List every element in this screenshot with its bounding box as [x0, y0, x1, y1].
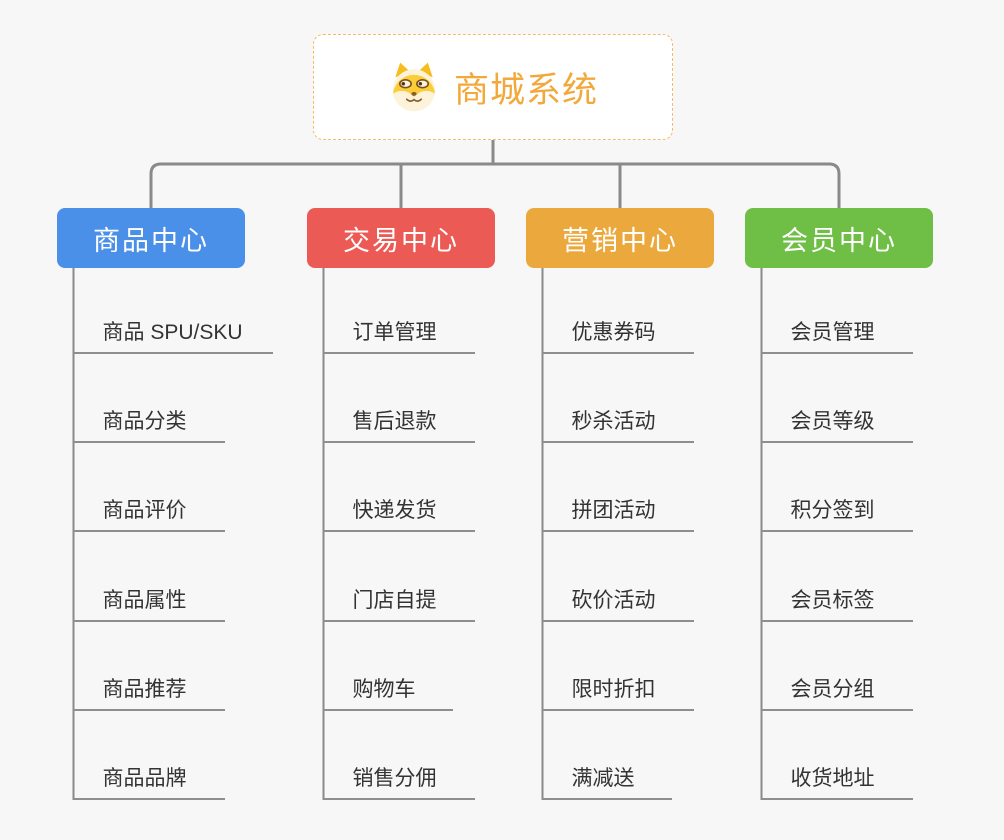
topic-item[interactable]: 积分签到	[760, 488, 913, 532]
topic-item[interactable]: 商品 SPU/SKU	[72, 310, 273, 354]
topic-item[interactable]: 订单管理	[322, 310, 475, 354]
topic-item[interactable]: 拼团活动	[541, 488, 694, 532]
topic-item[interactable]: 限时折扣	[541, 667, 694, 711]
topic-item[interactable]: 会员分组	[760, 667, 913, 711]
topic-item[interactable]: 会员等级	[760, 399, 913, 443]
topic-item[interactable]: 商品推荐	[72, 667, 225, 711]
root-label: 商城系统	[453, 70, 598, 110]
topic-item[interactable]: 砍价活动	[541, 578, 694, 622]
topic-item[interactable]: 商品属性	[72, 578, 225, 622]
topic-item[interactable]: 秒杀活动	[541, 399, 694, 443]
topic-item[interactable]: 快递发货	[322, 488, 475, 532]
topic-item[interactable]: 销售分佣	[322, 756, 475, 800]
branch-node-2[interactable]: 交易中心	[307, 208, 495, 268]
topic-item[interactable]: 售后退款	[322, 399, 475, 443]
topic-item[interactable]: 会员标签	[760, 578, 913, 622]
branch-node-1[interactable]: 商品中心	[57, 208, 245, 268]
topic-item[interactable]: 会员管理	[760, 310, 913, 354]
root-node[interactable]: 商城系统	[313, 34, 673, 140]
topic-item[interactable]: 商品分类	[72, 399, 225, 443]
topic-item[interactable]: 收货地址	[760, 756, 913, 800]
connector-bus	[149, 162, 841, 208]
topic-item[interactable]: 商品品牌	[72, 756, 225, 800]
doge-icon	[388, 61, 440, 113]
topic-item[interactable]: 门店自提	[322, 578, 475, 622]
branch-node-4[interactable]: 会员中心	[745, 208, 933, 268]
topic-item[interactable]: 购物车	[322, 667, 453, 711]
branch-node-3[interactable]: 营销中心	[526, 208, 714, 268]
topic-item[interactable]: 优惠券码	[541, 310, 694, 354]
topic-item[interactable]: 商品评价	[72, 488, 225, 532]
topic-item[interactable]: 满减送	[541, 756, 672, 800]
